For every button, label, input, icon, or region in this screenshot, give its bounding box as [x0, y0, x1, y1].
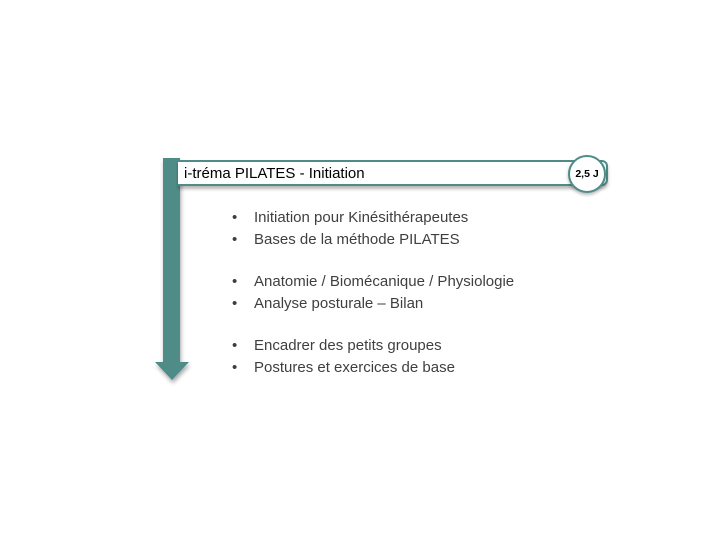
bullet-icon: • — [232, 209, 238, 226]
duration-badge-label: 2,5 J — [575, 168, 599, 180]
list-item-label: Encadrer des petits groupes — [254, 337, 442, 354]
list-item-label: Anatomie / Biomécanique / Physiologie — [254, 273, 515, 290]
list-item: • Initiation pour Kinésithérapeutes — [232, 207, 514, 229]
list-item: • Bases de la méthode PILATES — [232, 229, 514, 251]
bullet-icon: • — [232, 359, 238, 376]
list-item-label: Bases de la méthode PILATES — [254, 231, 460, 248]
title-bar: i-tréma PILATES - Initiation — [178, 160, 608, 186]
list-item-label: Postures et exercices de base — [254, 359, 455, 376]
bullet-icon: • — [232, 231, 238, 248]
bullet-icon: • — [232, 337, 238, 354]
list-item: • Postures et exercices de base — [232, 357, 514, 379]
bullet-icon: • — [232, 273, 238, 290]
title-text: i-tréma PILATES - Initiation — [184, 165, 365, 182]
list-item: • Anatomie / Biomécanique / Physiologie — [232, 271, 514, 293]
bullet-icon: • — [232, 295, 238, 312]
list-item-label: Initiation pour Kinésithérapeutes — [254, 209, 469, 226]
bullet-list: • Initiation pour Kinésithérapeutes • Ba… — [232, 207, 514, 379]
list-item-label: Analyse posturale – Bilan — [254, 295, 424, 312]
duration-badge: 2,5 J — [568, 155, 606, 193]
list-item: • Encadrer des petits groupes — [232, 335, 514, 357]
list-item: • Analyse posturale – Bilan — [232, 293, 514, 315]
